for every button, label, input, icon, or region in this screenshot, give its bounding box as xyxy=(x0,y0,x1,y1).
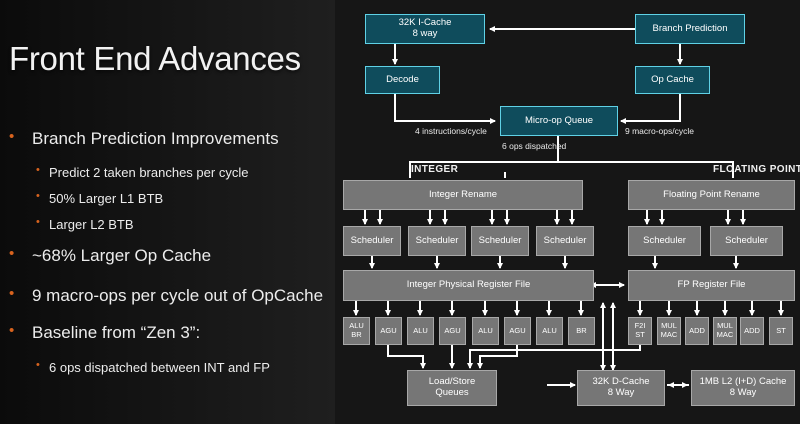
fp-unit-mul-mac: MUL MAC xyxy=(713,317,737,345)
int-unit-agu: AGU xyxy=(375,317,402,345)
bullet-dot-icon: • xyxy=(36,190,40,202)
dcache-box: 32K D-Cache 8 Way xyxy=(577,370,665,406)
int-unit-alu: ALU xyxy=(536,317,563,345)
fp-scheduler-box: Scheduler xyxy=(710,226,783,256)
floating-point-heading: FLOATING POINT xyxy=(713,164,800,175)
bullet-dot-icon: • xyxy=(9,322,15,339)
bullet-macro-ops: •9 macro-ops per cycle out of OpCache xyxy=(9,285,324,305)
fp-unit-st: ST xyxy=(769,317,793,345)
bullet-dot-icon: • xyxy=(9,285,15,302)
icache-box: 32K I-Cache 8 way xyxy=(365,14,485,44)
decode-rate-label: 4 instructions/cycle xyxy=(415,126,487,136)
sub-bullet-l1-btb: •50% Larger L1 BTB xyxy=(36,190,164,206)
int-unit-agu: AGU xyxy=(439,317,466,345)
fp-unit-f2i-st: F2I ST xyxy=(628,317,652,345)
sub-bullet-taken-branches: •Predict 2 taken branches per cycle xyxy=(36,164,249,180)
bullet-dot-icon: • xyxy=(36,359,40,371)
int-unit-alu: ALU xyxy=(472,317,499,345)
fp-rename-box: Floating Point Rename xyxy=(628,180,795,210)
opcache-rate-label: 9 macro-ops/cycle xyxy=(625,126,694,136)
bullet-branch-prediction: •Branch Prediction Improvements xyxy=(9,128,279,148)
op-cache-box: Op Cache xyxy=(635,66,710,94)
int-unit-agu: AGU xyxy=(504,317,531,345)
bullet-dot-icon: • xyxy=(36,216,40,228)
sub-bullet-dispatch: •6 ops dispatched between INT and FP xyxy=(36,359,270,375)
int-scheduler-box: Scheduler xyxy=(408,226,466,256)
l2-cache-box: 1MB L2 (I+D) Cache 8 Way xyxy=(691,370,795,406)
load-store-queues-box: Load/Store Queues xyxy=(407,370,497,406)
integer-heading: INTEGER xyxy=(411,164,459,175)
fp-scheduler-box: Scheduler xyxy=(628,226,701,256)
int-unit-alu: ALU xyxy=(407,317,434,345)
connector-arrows xyxy=(353,26,784,388)
microop-queue-box: Micro-op Queue xyxy=(500,106,618,136)
integer-rename-box: Integer Rename xyxy=(343,180,583,210)
fp-unit-mul-mac: MUL MAC xyxy=(657,317,681,345)
bullet-dot-icon: • xyxy=(9,128,15,145)
bullet-dot-icon: • xyxy=(9,245,15,262)
bullet-op-cache: •~68% Larger Op Cache xyxy=(9,245,212,265)
bullet-baseline: •Baseline from “Zen 3”: xyxy=(9,322,201,342)
bullet-dot-icon: • xyxy=(36,164,40,176)
fp-unit-add: ADD xyxy=(740,317,764,345)
slide-title: Front End Advances xyxy=(9,40,301,77)
dispatch-label: 6 ops dispatched xyxy=(502,141,567,151)
int-scheduler-box: Scheduler xyxy=(471,226,529,256)
architecture-diagram: 32K I-Cache 8 way Branch Prediction Deco… xyxy=(335,0,800,424)
branch-prediction-box: Branch Prediction xyxy=(635,14,745,44)
sub-bullet-l2-btb: •Larger L2 BTB xyxy=(36,216,134,232)
integer-register-file-box: Integer Physical Register File xyxy=(343,270,594,301)
int-scheduler-box: Scheduler xyxy=(343,226,401,256)
decode-box: Decode xyxy=(365,66,440,94)
fp-unit-add: ADD xyxy=(685,317,709,345)
fp-register-file-box: FP Register File xyxy=(628,270,795,301)
int-scheduler-box: Scheduler xyxy=(536,226,594,256)
int-unit-br: BR xyxy=(568,317,595,345)
int-unit-alu-br: ALU BR xyxy=(343,317,370,345)
slide-text-panel: Front End Advances •Branch Prediction Im… xyxy=(0,0,335,424)
